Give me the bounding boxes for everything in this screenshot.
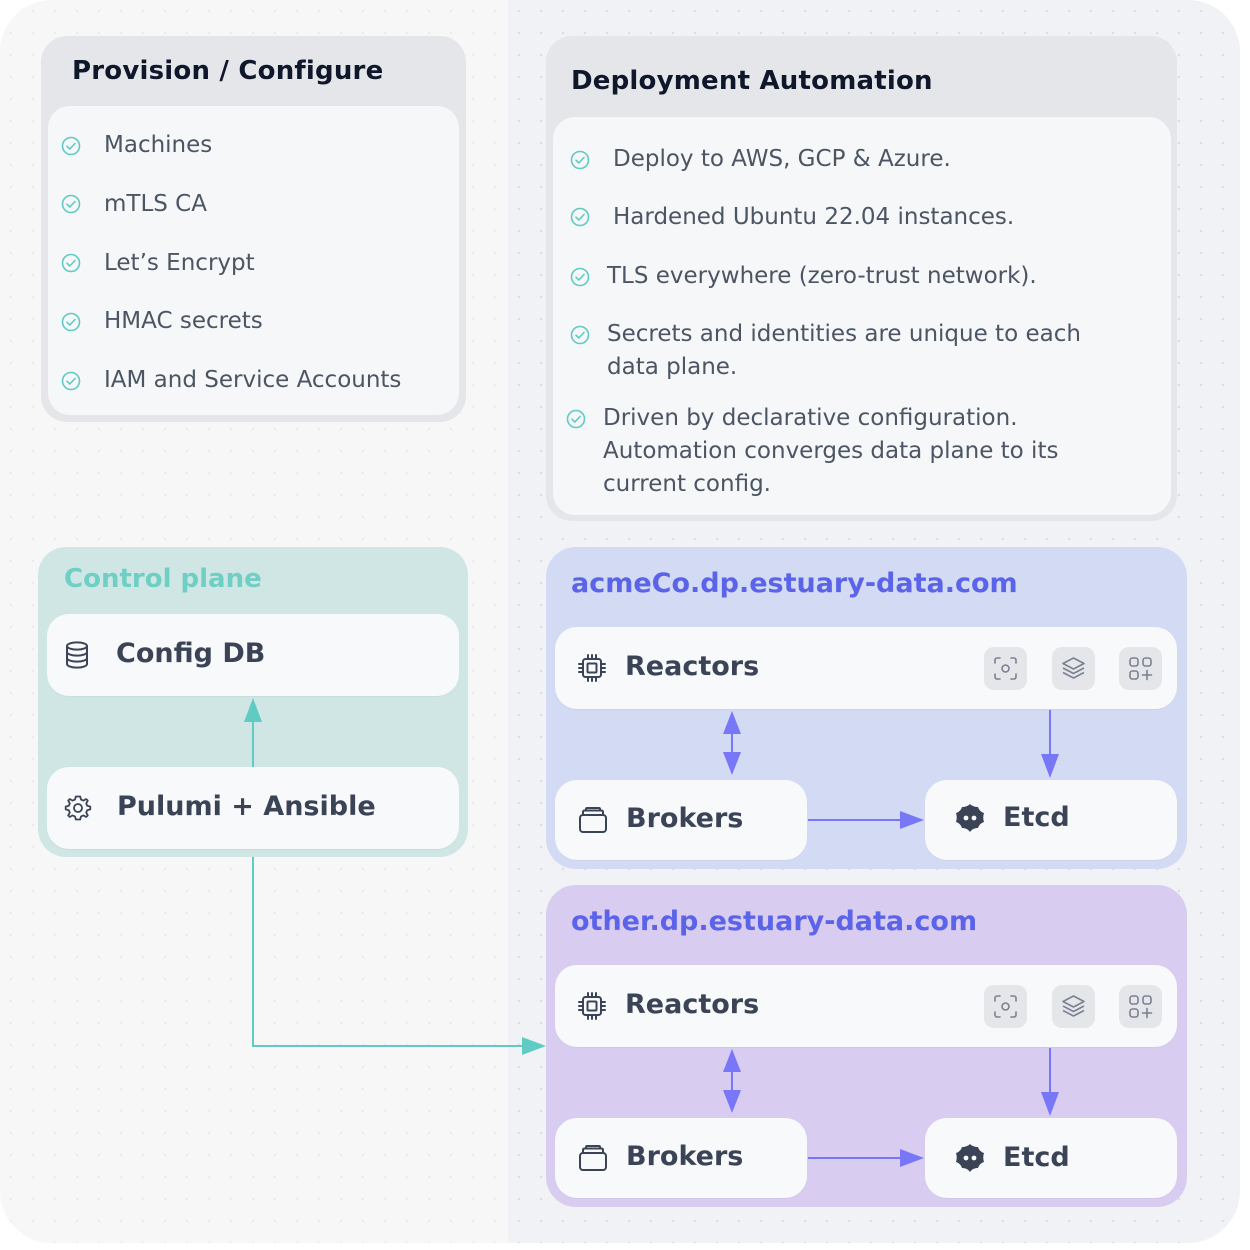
deployment-item: Driven by declarative configuration. Aut… <box>603 402 1058 501</box>
check-circle-icon <box>61 136 81 156</box>
deployment-item: Deploy to AWS, GCP & Azure. <box>613 143 951 176</box>
provision-item: Machines <box>104 132 213 158</box>
check-circle-icon <box>570 150 590 170</box>
etcd-label: Etcd <box>1003 802 1070 833</box>
deployment-item: Secrets and identities are unique to eac… <box>607 318 1081 384</box>
apps-add-button[interactable] <box>1119 985 1162 1028</box>
config-db-card <box>47 614 459 696</box>
provision-item: IAM and Service Accounts <box>104 367 402 393</box>
cpu-chip-icon <box>578 992 606 1020</box>
deployment-line: data plane. <box>607 354 738 380</box>
apps-add-button[interactable] <box>1119 647 1162 690</box>
pulumi-ansible-label: Pulumi + Ansible <box>117 791 376 822</box>
database-icon <box>66 641 88 669</box>
check-circle-icon <box>61 312 81 332</box>
gear-icon <box>64 795 92 821</box>
deployment-line: Deploy to AWS, GCP & Azure. <box>613 146 951 172</box>
box-icon <box>579 1145 607 1171</box>
cpu-chip-icon <box>578 654 606 682</box>
data-plane-domain: other.dp.estuary-data.com <box>571 906 978 937</box>
apps-add-icon <box>1129 995 1153 1019</box>
etcd-label: Etcd <box>1003 1142 1070 1173</box>
brokers-label: Brokers <box>626 1141 744 1172</box>
check-circle-icon <box>61 371 81 391</box>
layers-icon <box>1062 995 1085 1017</box>
deployment-list <box>553 117 1171 515</box>
etcd-icon <box>956 804 984 832</box>
config-db-label: Config DB <box>116 638 266 669</box>
data-plane-domain: acmeCo.dp.estuary-data.com <box>571 568 1018 599</box>
reactors-label: Reactors <box>625 651 760 682</box>
provision-item: mTLS CA <box>104 191 207 217</box>
pulumi-ansible-card <box>47 767 459 849</box>
brokers-card <box>555 780 807 860</box>
scan-icon <box>994 657 1017 680</box>
provision-item: Let’s Encrypt <box>104 250 255 276</box>
brokers-label: Brokers <box>626 803 744 834</box>
provision-item: HMAC secrets <box>104 308 263 334</box>
deployment-line: Secrets and identities are unique to eac… <box>607 321 1081 347</box>
scan-button[interactable] <box>984 647 1027 690</box>
check-circle-icon <box>566 409 586 429</box>
scan-icon <box>994 995 1017 1018</box>
layers-icon <box>1062 657 1085 679</box>
deployment-line: Driven by declarative configuration. <box>603 405 1018 431</box>
deployment-title: Deployment Automation <box>571 66 933 96</box>
check-circle-icon <box>570 207 590 227</box>
deployment-line: TLS everywhere (zero-trust network). <box>607 263 1037 289</box>
check-circle-icon <box>570 325 590 345</box>
deployment-item: Hardened Ubuntu 22.04 instances. <box>613 201 1014 234</box>
check-circle-icon <box>61 253 81 273</box>
check-circle-icon <box>570 267 590 287</box>
brokers-card <box>555 1118 807 1198</box>
scan-button[interactable] <box>984 985 1027 1028</box>
apps-add-icon <box>1129 657 1153 681</box>
layers-button[interactable] <box>1052 647 1095 690</box>
reactors-label: Reactors <box>625 989 760 1020</box>
control-plane-title: Control plane <box>64 564 262 594</box>
deployment-item: TLS everywhere (zero-trust network). <box>607 260 1037 293</box>
etcd-icon <box>956 1144 984 1172</box>
deployment-line: Hardened Ubuntu 22.04 instances. <box>613 204 1015 230</box>
deployment-line: Automation converges data plane to its <box>603 438 1059 464</box>
box-icon <box>579 807 607 833</box>
check-circle-icon <box>61 194 81 214</box>
deployment-line: current config. <box>603 471 771 497</box>
provision-title: Provision / Configure <box>72 56 384 86</box>
layers-button[interactable] <box>1052 985 1095 1028</box>
provision-list <box>48 106 459 415</box>
